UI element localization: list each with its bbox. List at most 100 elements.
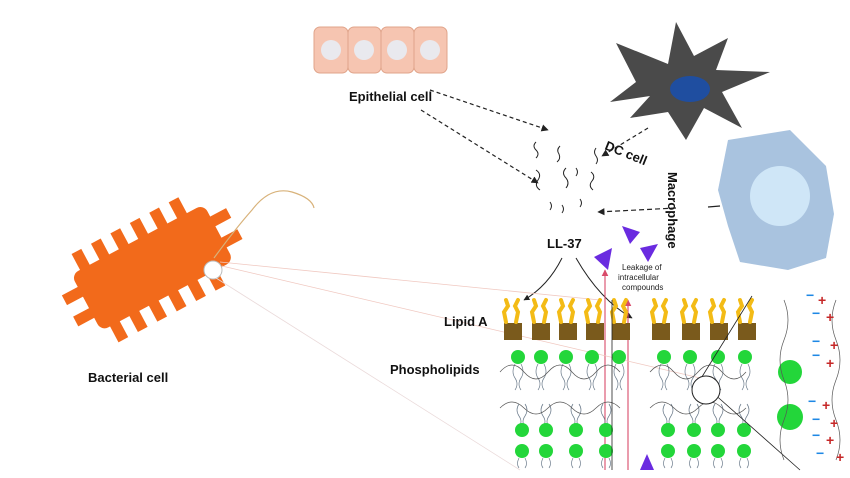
lipid-a-core xyxy=(586,323,604,340)
dc-nucleus xyxy=(670,76,710,102)
positive-charge: + xyxy=(836,449,844,465)
lipid-a-core xyxy=(559,323,577,340)
phospholipid-head xyxy=(534,350,548,364)
arrow-epithelial-2 xyxy=(420,109,539,184)
phospholipid-head xyxy=(585,350,599,364)
lipid-a-core xyxy=(532,323,550,340)
phospholipid-head xyxy=(515,423,529,437)
positive-charge: + xyxy=(826,355,834,371)
lipid-a-core xyxy=(682,323,700,340)
negative-charge: − xyxy=(812,427,820,443)
arrow-macrophage-tail xyxy=(707,205,721,208)
zoom-guide-line xyxy=(219,261,601,301)
lipid-a-tail xyxy=(583,298,603,324)
negative-charge: − xyxy=(806,287,814,303)
peptide-squiggle xyxy=(533,141,539,159)
membrane-diagonal xyxy=(699,295,753,381)
phospholipid-tail xyxy=(662,403,674,427)
positive-charge: + xyxy=(830,415,838,431)
lipid-a-core xyxy=(710,323,728,340)
phospholipid-head xyxy=(599,444,613,458)
phospholipid-head xyxy=(737,423,751,437)
negative-charge: − xyxy=(816,445,824,461)
membrane-wavy-edge xyxy=(831,299,841,461)
phospholipid-tail xyxy=(658,363,670,391)
negative-charge: − xyxy=(812,305,820,321)
phospholipid-tail xyxy=(541,457,551,469)
lipid-a-tail xyxy=(679,298,699,324)
membrane-diagonal xyxy=(711,391,801,471)
negative-charge: − xyxy=(812,347,820,363)
phospholipid-tail xyxy=(535,363,547,391)
flagellum xyxy=(213,190,315,259)
phospholipid-tail xyxy=(517,457,527,469)
dc-cell-label: DC cell xyxy=(603,138,649,168)
peptide-squiggle xyxy=(589,171,595,191)
arrow-macrophage xyxy=(597,207,677,216)
lipid-a-label: Lipid A xyxy=(444,314,488,329)
leakage-label-line3: compounds xyxy=(622,283,663,292)
peptide-squiggle xyxy=(556,145,561,163)
peptide-squiggle xyxy=(579,198,582,208)
phospholipid-tail xyxy=(516,403,528,427)
phospholipid-tail xyxy=(738,403,750,427)
bacterial-cell-label: Bacterial cell xyxy=(88,370,168,385)
peptide-squiggle xyxy=(549,201,552,211)
phospholipid-tail xyxy=(512,363,524,391)
membrane-wavy-edge xyxy=(499,364,747,380)
phospholipid-tail xyxy=(739,457,749,469)
peptide-squiggle xyxy=(563,167,569,189)
epithelial-nucleus xyxy=(354,40,374,60)
phospholipid-head xyxy=(738,350,752,364)
phospholipid-tail xyxy=(684,363,696,391)
negative-charge: − xyxy=(808,393,816,409)
phospholipid-head xyxy=(711,423,725,437)
epithelial-nucleus xyxy=(321,40,341,60)
peptide-squiggle xyxy=(575,167,578,177)
phospholipid-head xyxy=(737,444,751,458)
positive-charge: + xyxy=(830,337,838,353)
large-lipid-sphere xyxy=(777,404,803,430)
positive-charge: + xyxy=(818,292,826,308)
bacterium-body xyxy=(73,207,231,329)
phospholipid-head xyxy=(515,444,529,458)
ll37-peptides xyxy=(533,141,598,214)
peptide-squiggle xyxy=(535,169,541,191)
phospholipid-tail xyxy=(586,363,598,391)
phospholipid-head xyxy=(569,444,583,458)
phospholipid-tail xyxy=(613,363,625,391)
zoom-source-circle xyxy=(203,260,223,280)
arrow-epithelial-1 xyxy=(429,89,549,132)
large-lipid-sphere xyxy=(778,360,802,384)
epithelial-cells xyxy=(313,26,448,74)
lipid-a-core xyxy=(652,323,670,340)
phospholipid-tail xyxy=(600,403,612,427)
membrane-zoom xyxy=(499,298,756,469)
phospholipid-tail xyxy=(601,457,611,469)
leakage-label-line1: Leakage of xyxy=(622,263,662,272)
phospholipid-head xyxy=(711,350,725,364)
peptide-squiggle xyxy=(561,204,564,214)
phospholipids-label: Phospholipids xyxy=(390,362,480,377)
phospholipid-head xyxy=(599,423,613,437)
macrophage-nucleus xyxy=(750,166,810,226)
macrophage-label: Macrophage xyxy=(665,172,680,249)
lipid-a-tail xyxy=(649,298,669,324)
ll37-peptide-triangle xyxy=(640,244,658,262)
peptide-squiggle xyxy=(594,147,598,165)
phospholipid-head xyxy=(569,423,583,437)
phospholipid-head xyxy=(612,350,626,364)
phospholipid-tail xyxy=(688,403,700,427)
phospholipid-head xyxy=(661,444,675,458)
lipid-a-tail xyxy=(707,298,727,324)
zoom-guide-line xyxy=(215,277,521,471)
phospholipid-tail xyxy=(663,457,673,469)
positive-charge: + xyxy=(826,432,834,448)
lipid-a-tail xyxy=(735,298,755,324)
lipid-a-tail xyxy=(609,298,629,324)
phospholipid-head xyxy=(539,423,553,437)
phospholipid-head xyxy=(559,350,573,364)
phospholipid-tail xyxy=(560,363,572,391)
